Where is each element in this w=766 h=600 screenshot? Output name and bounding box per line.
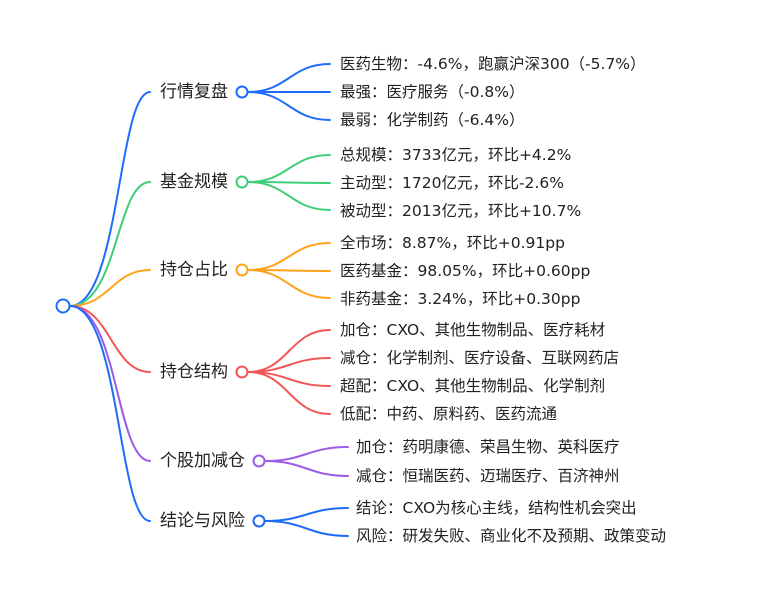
leaf-stock-reduce[interactable]: 减仓：恒瑞医药、迈瑞医疗、百济神州 xyxy=(356,467,620,485)
leaf-link-3-0 xyxy=(247,329,331,373)
leaf-market-sector[interactable]: 医药生物：-4.6%，跑赢沪深300（-5.7%） xyxy=(340,55,646,73)
leaf-ratio-pharma-fund[interactable]: 医药基金：98.05%，环比+0.60pp xyxy=(340,262,591,280)
leaf-conclusion[interactable]: 结论：CXO为核心主线，结构性机会突出 xyxy=(356,499,637,517)
root-link-4 xyxy=(69,305,151,462)
leaf-market-weakest[interactable]: 最弱：化学制药（-6.4%） xyxy=(340,111,525,129)
leaf-link-4-0 xyxy=(264,446,349,462)
branch-label-holding-ratio[interactable]: 持仓占比 xyxy=(160,260,228,280)
branch-node-icon-1[interactable] xyxy=(235,175,249,189)
branch-node-icon-3[interactable] xyxy=(235,365,249,379)
leaf-fund-total[interactable]: 总规模：3733亿元，环比+4.2% xyxy=(340,146,572,164)
branch-label-fund-size[interactable]: 基金规模 xyxy=(160,172,228,192)
branch-node-icon-2[interactable] xyxy=(235,263,249,277)
leaf-stock-add[interactable]: 加仓：药明康德、荣昌生物、英科医疗 xyxy=(356,438,620,456)
root-link-3 xyxy=(69,305,151,373)
branch-label-conclusion-risk[interactable]: 结论与风险 xyxy=(160,511,245,531)
leaf-structure-underweight[interactable]: 低配：中药、原料药、医药流通 xyxy=(340,405,558,423)
leaf-market-strongest[interactable]: 最强：医疗服务（-0.8%） xyxy=(340,83,525,101)
leaf-fund-active[interactable]: 主动型：1720亿元，环比-2.6% xyxy=(340,174,564,192)
leaf-structure-overweight[interactable]: 超配：CXO、其他生物制品、化学制剂 xyxy=(340,377,606,395)
leaf-link-5-1 xyxy=(264,520,349,537)
root-link-5 xyxy=(69,305,151,522)
branch-label-stock-changes[interactable]: 个股加减仓 xyxy=(160,451,245,471)
branch-node-icon-5[interactable] xyxy=(252,514,266,528)
leaf-link-2-0 xyxy=(247,242,331,271)
root-link-1 xyxy=(69,181,151,307)
branch-node-icon-0[interactable] xyxy=(235,85,249,99)
leaf-link-3-3 xyxy=(247,371,331,415)
leaf-link-5-0 xyxy=(264,507,349,522)
leaf-link-0-2 xyxy=(247,91,331,121)
leaf-link-1-0 xyxy=(247,154,331,183)
leaf-structure-add[interactable]: 加仓：CXO、其他生物制品、医疗耗材 xyxy=(340,321,606,339)
leaf-risk[interactable]: 风险：研发失败、商业化不及预期、政策变动 xyxy=(356,527,667,545)
leaf-fund-passive[interactable]: 被动型：2013亿元，环比+10.7% xyxy=(340,202,582,220)
leaf-link-1-2 xyxy=(247,181,331,211)
leaf-link-2-2 xyxy=(247,269,331,299)
branch-label-holding-structure[interactable]: 持仓结构 xyxy=(160,362,228,382)
root-node-icon[interactable] xyxy=(55,298,71,314)
branch-node-icon-4[interactable] xyxy=(252,454,266,468)
leaf-ratio-all-market[interactable]: 全市场：8.87%，环比+0.91pp xyxy=(340,234,565,252)
root-link-2 xyxy=(69,269,151,307)
leaf-link-0-0 xyxy=(247,63,331,93)
leaf-ratio-non-pharma-fund[interactable]: 非药基金：3.24%，环比+0.30pp xyxy=(340,290,581,308)
leaf-structure-reduce[interactable]: 减仓：化学制剂、医疗设备、互联网药店 xyxy=(340,349,620,367)
root-link-0 xyxy=(69,91,151,307)
leaf-link-4-1 xyxy=(264,460,349,477)
branch-label-market-review[interactable]: 行情复盘 xyxy=(160,82,228,102)
